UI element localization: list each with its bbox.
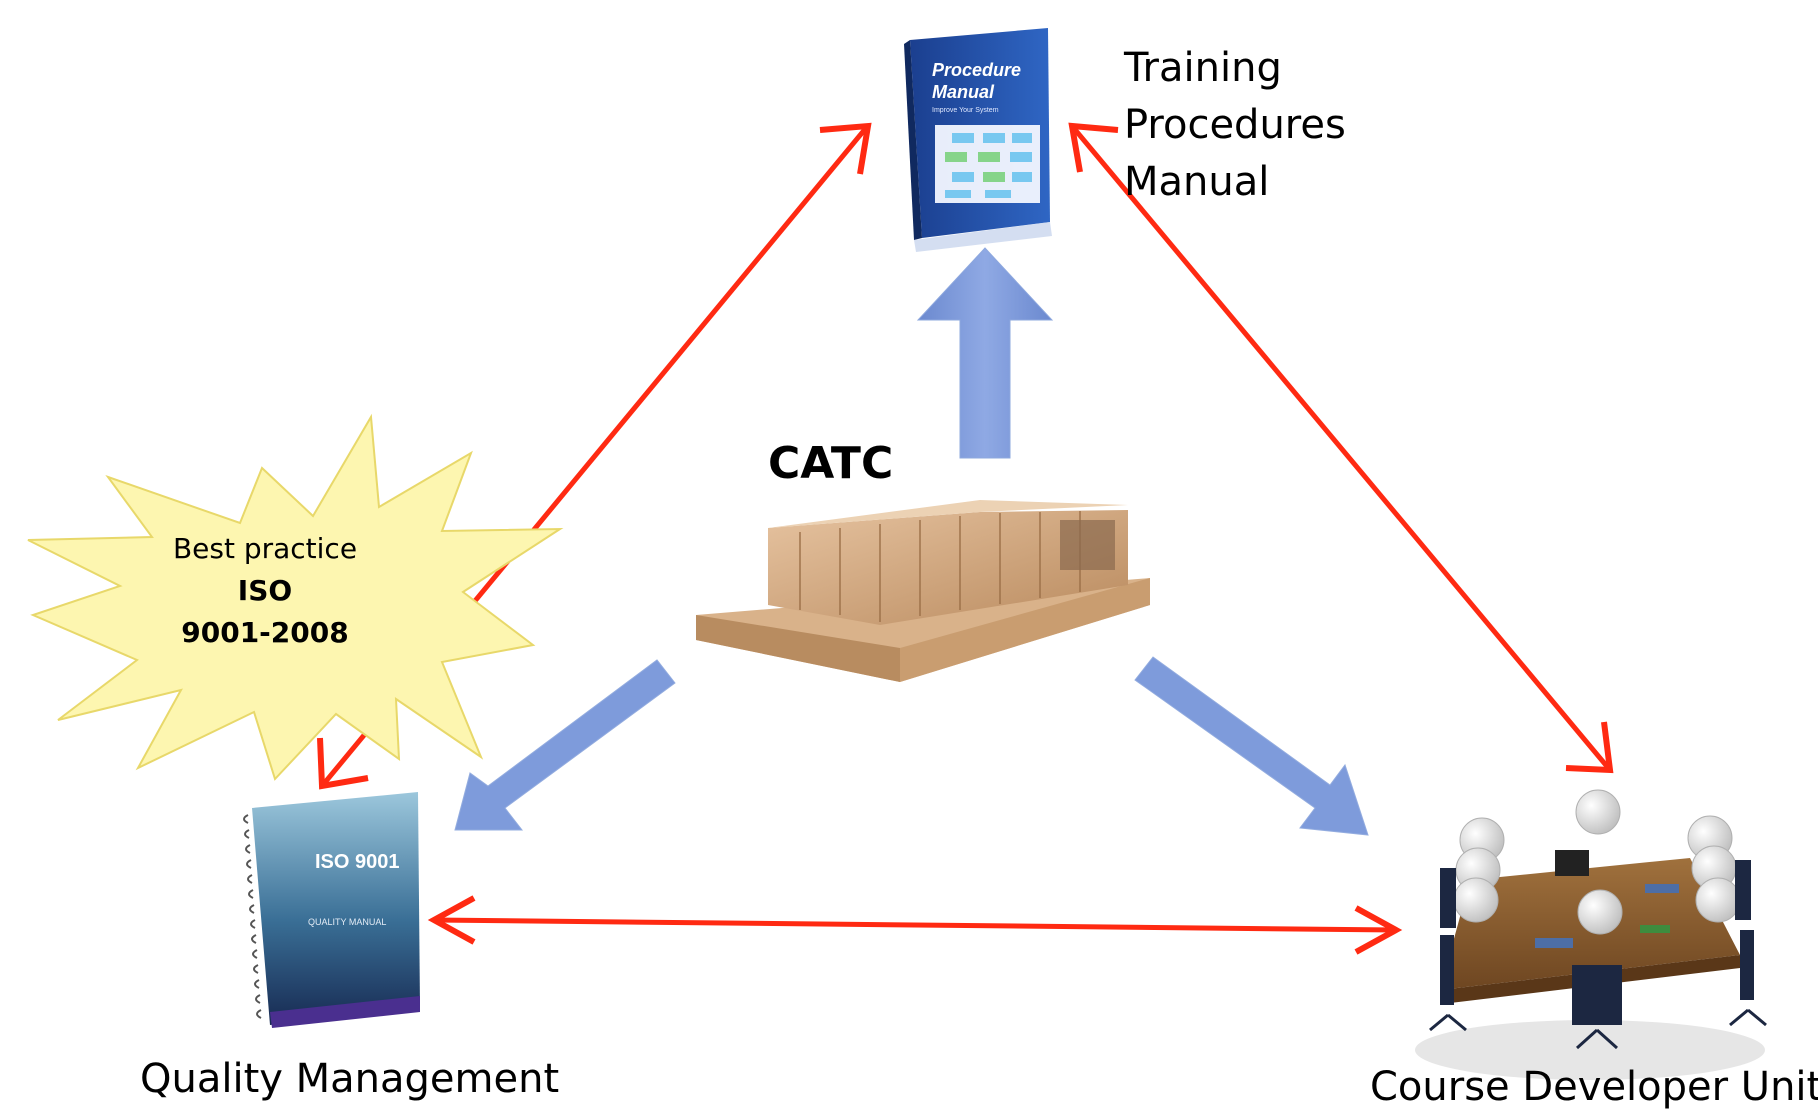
best-practice-callout-text: Best practice ISO 9001-2008 <box>150 528 380 654</box>
book-top-title1: Procedure <box>932 60 1021 80</box>
book-top-title2: Manual <box>932 82 995 102</box>
quality-management-label: Quality Management <box>140 1056 560 1102</box>
training-label-line-3: Manual <box>1124 159 1270 205</box>
course-developer-unit-label: Course Developer Unit <box>1370 1064 1818 1110</box>
procedure-manual-image: Procedure Manual Improve Your System <box>904 28 1052 252</box>
blue-arrow-up <box>916 247 1054 459</box>
callout-line-1: Best practice <box>172 532 358 565</box>
meeting-table-image <box>1415 789 1767 1080</box>
catc-building-image <box>696 500 1150 682</box>
best-practice-burst <box>27 413 564 781</box>
catc-label: CATC <box>768 438 894 489</box>
red-arrow-right-edge <box>1068 122 1614 774</box>
training-label-line-1: Training <box>1124 45 1282 91</box>
blue-arrow-down-right <box>1134 656 1369 836</box>
blue-arrow-down-left <box>454 659 676 831</box>
training-label-line-2: Procedures <box>1124 102 1346 148</box>
book-left-title: ISO 9001 <box>315 851 400 873</box>
callout-line-3: 9001-2008 <box>181 616 349 649</box>
book-top-subtitle: Improve Your System <box>932 107 999 114</box>
callout-line-2: ISO <box>237 574 293 607</box>
red-arrow-bottom-edge <box>427 895 1403 955</box>
book-left-subtitle: QUALITY MANUAL <box>308 917 386 927</box>
training-procedures-manual-label: Training Procedures Manual <box>1124 40 1346 211</box>
iso-9001-manual-image: ISO 9001 QUALITY MANUAL <box>243 792 420 1028</box>
